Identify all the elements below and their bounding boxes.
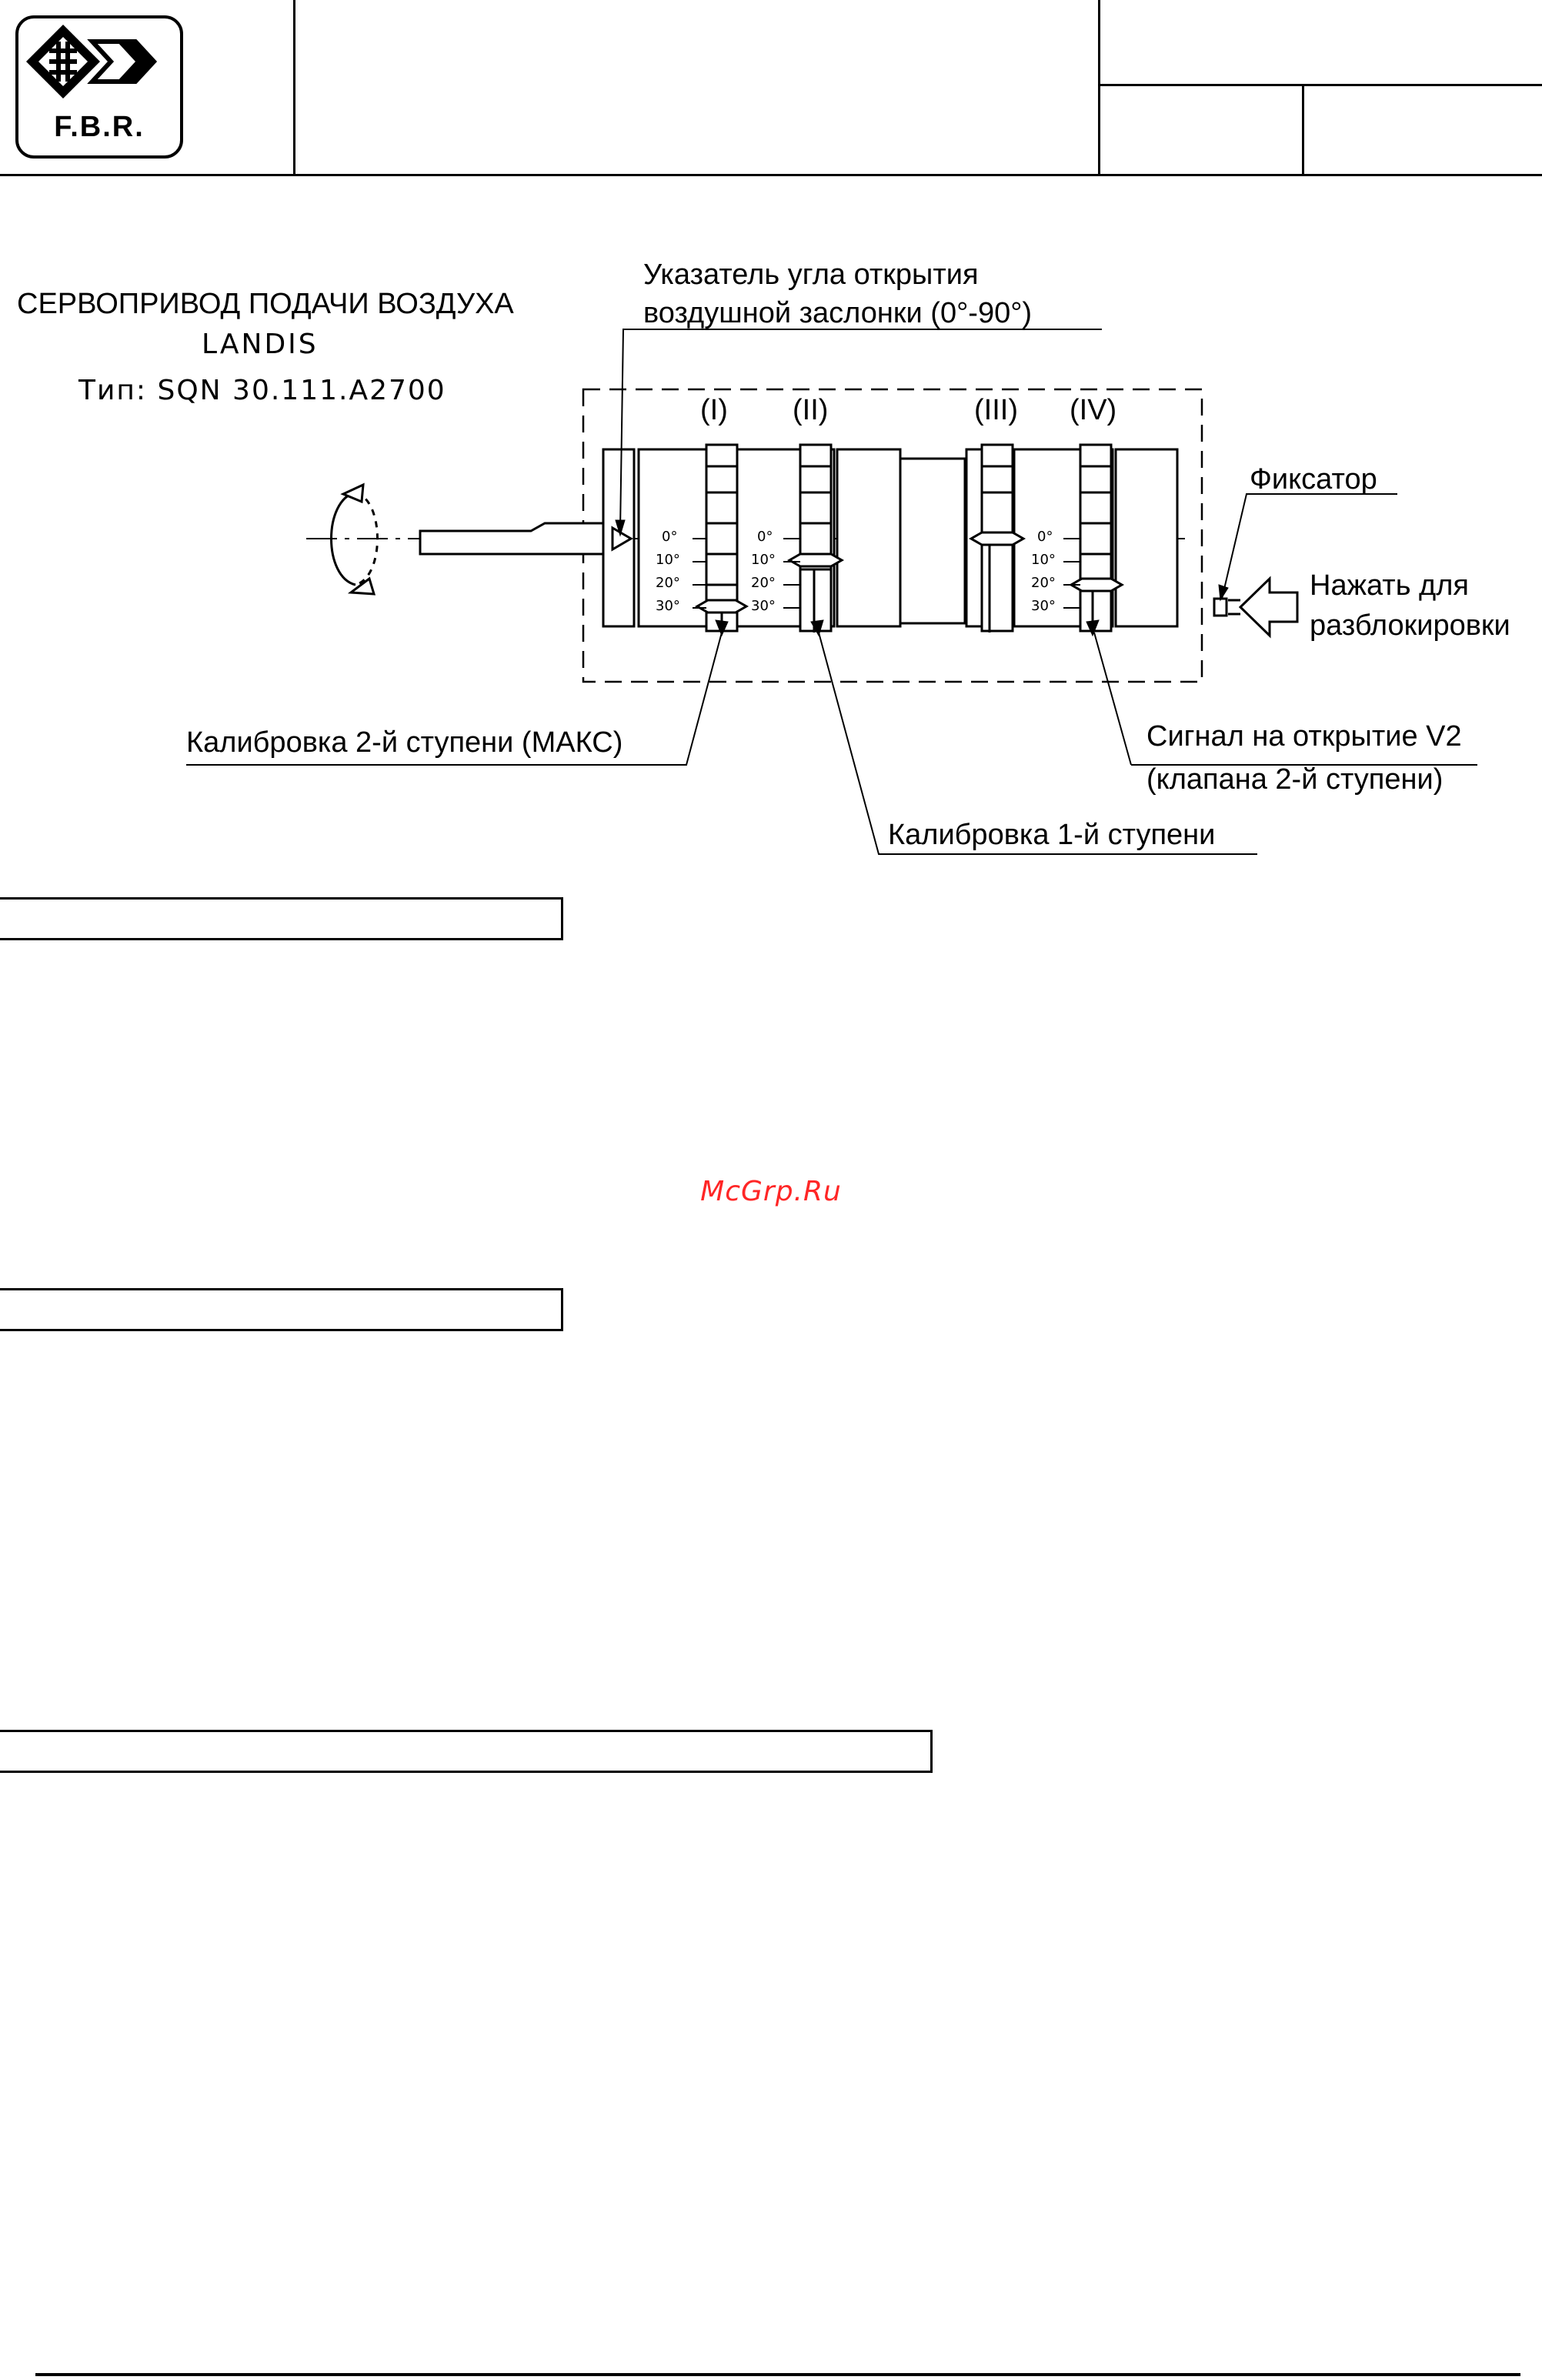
lock-label: Фиксатор (1250, 463, 1377, 496)
signal-label-line1: Сигнал на открытие V2 (1146, 720, 1462, 753)
scale-1-0: 0° (662, 529, 678, 545)
signal-label-line2: (клапана 2-й ступени) (1146, 763, 1444, 796)
lock-leader (1221, 493, 1397, 599)
signal-leader (1093, 632, 1132, 766)
scale-3-20: 20° (1031, 575, 1056, 591)
scale-ticks (693, 538, 1080, 609)
header-right-bottom-left-cell (1100, 86, 1304, 175)
cal2-leader (186, 632, 723, 766)
rotation-arrow-left (330, 491, 356, 586)
header-title-cell (295, 0, 1100, 175)
cam-label-II: (II) (793, 394, 829, 426)
press-label-line2: разблокировки (1310, 609, 1510, 642)
push-arrow (1238, 576, 1299, 639)
logo-text: F.B.R. (54, 111, 145, 143)
document-header: F.B.R. (0, 0, 1542, 176)
cam-spacer (899, 457, 966, 625)
scale-3-0: 0° (1037, 529, 1053, 545)
pointer-label-line1: Указатель угла открытия (643, 259, 979, 291)
header-right-top-cell (1100, 0, 1542, 86)
servo-diagram (186, 329, 1477, 855)
cam-disc-III (968, 443, 1026, 633)
lock-pin (1213, 597, 1228, 617)
press-label-line1: Нажать для (1310, 569, 1469, 602)
cam-disc-II (786, 443, 845, 633)
bottom-rule (35, 2373, 1520, 2376)
diagram-title: СЕРВОПРИВОД ПОДАЧИ ВОЗДУХА (17, 288, 514, 320)
scale-2-10: 10° (751, 552, 776, 568)
cam-label-IV: (IV) (1070, 394, 1117, 426)
cal1-leader (818, 632, 1257, 855)
watermark: McGrp.Ru (700, 1176, 842, 1207)
scale-2-30: 30° (751, 598, 776, 614)
cam-label-I: (I) (700, 394, 728, 426)
cal2-label: Калибровка 2-й ступени (МАКС) (186, 726, 623, 759)
logo-cell: F.B.R. (0, 0, 295, 175)
diagram-brand: LANDIS (202, 329, 319, 360)
angle-pointer (611, 526, 633, 552)
scale-2-20: 20° (751, 575, 776, 591)
fbr-logo-mark (26, 25, 158, 98)
cam-disc-IV (1068, 443, 1125, 633)
scale-3-30: 30° (1031, 598, 1056, 614)
cam-body-3 (836, 448, 902, 628)
section-heading-box-3 (0, 1730, 933, 1773)
drive-shaft (419, 522, 605, 556)
pointer-label-line2: воздушной заслонки (0°-90°) (643, 297, 1033, 329)
scale-1-10: 10° (656, 552, 680, 568)
cal1-label: Калибровка 1-й ступени (888, 819, 1216, 851)
scale-1-30: 30° (656, 598, 680, 614)
scale-1-20: 20° (656, 575, 680, 591)
section-heading-box-2 (0, 1288, 563, 1331)
scale-2-0: 0° (757, 529, 773, 545)
fbr-logo: F.B.R. (15, 15, 183, 159)
pointer-leader (619, 329, 1102, 532)
cam-label-III: (III) (974, 394, 1018, 426)
diagram-type: Тип: SQN 30.111.A2700 (78, 375, 446, 406)
cam-body-6 (1114, 448, 1179, 628)
section-heading-box-1 (0, 897, 563, 940)
scale-3-10: 10° (1031, 552, 1056, 568)
